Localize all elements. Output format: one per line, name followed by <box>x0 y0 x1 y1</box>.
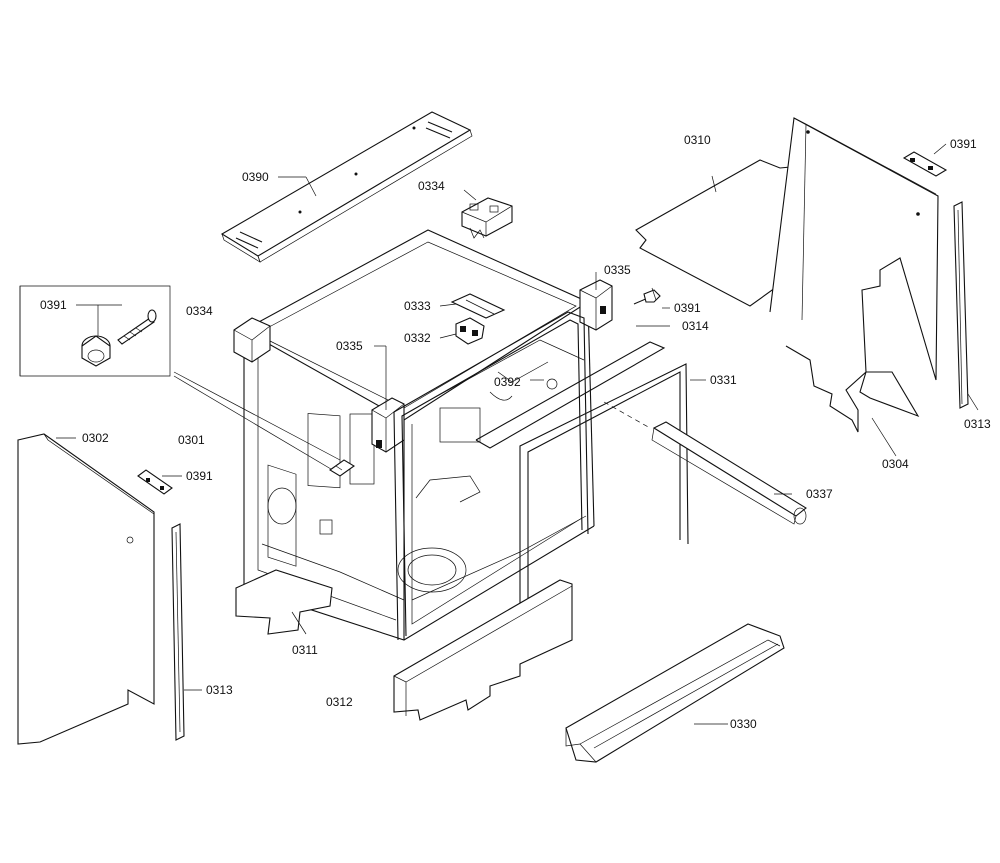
callout-0302: 0302 <box>82 431 109 445</box>
callout-0392: 0392 <box>494 375 521 389</box>
side-panel-part <box>769 117 939 433</box>
leader-lines <box>56 143 979 725</box>
base-insulation-part <box>235 569 333 635</box>
left-hinge-bracket-part <box>371 397 405 453</box>
callout-0313-right: 0313 <box>964 417 991 431</box>
callout-labels: 0390 0334 0310 0391 0391 0334 0333 0335 … <box>40 133 991 731</box>
side-rail-part <box>603 401 807 525</box>
callout-0333: 0333 <box>404 299 431 313</box>
callout-0334-upper: 0334 <box>418 179 445 193</box>
toe-kick-part <box>565 623 785 763</box>
latch-part <box>450 293 506 319</box>
callout-0301: 0301 <box>178 433 205 447</box>
front-door-panel-part <box>17 433 155 745</box>
edge-strip-left-part <box>171 523 185 741</box>
callout-0391-inset: 0391 <box>40 298 67 312</box>
top-clip-part <box>902 151 948 177</box>
callout-0334-side: 0334 <box>186 304 213 318</box>
callout-0312: 0312 <box>326 695 353 709</box>
screw-in-tub <box>328 459 356 477</box>
corner-bracket-part <box>233 317 271 363</box>
door-clip-part <box>137 469 173 495</box>
callout-0330: 0330 <box>730 717 757 731</box>
callout-0391-door: 0391 <box>186 469 213 483</box>
callout-0332: 0332 <box>404 331 431 345</box>
front-base-insulation-part <box>393 579 573 721</box>
callout-0335-left: 0335 <box>336 339 363 353</box>
callout-0391-top-right: 0391 <box>950 137 977 151</box>
callout-0311: 0311 <box>292 643 318 657</box>
callout-0304: 0304 <box>882 457 909 471</box>
edge-strip-right-part <box>953 201 969 409</box>
screw-part <box>117 309 157 345</box>
inset-detail-box <box>19 285 356 477</box>
top-cover-strip-part <box>220 111 473 263</box>
callout-0335-right: 0335 <box>604 263 631 277</box>
upper-bracket-part <box>461 197 513 239</box>
right-hinge-bracket-part <box>579 279 613 331</box>
screw-nut-part <box>633 287 661 305</box>
callout-0390: 0390 <box>242 170 269 184</box>
latch-clip-part <box>455 317 485 345</box>
callout-0337: 0337 <box>806 487 833 501</box>
callout-0310: 0310 <box>684 133 711 147</box>
callout-0313-left: 0313 <box>206 683 233 697</box>
callout-0314: 0314 <box>682 319 709 333</box>
callout-0331: 0331 <box>710 373 737 387</box>
foot-part <box>81 335 111 367</box>
callout-0391-screw: 0391 <box>674 301 701 315</box>
door-frame-gasket-part <box>393 311 689 660</box>
